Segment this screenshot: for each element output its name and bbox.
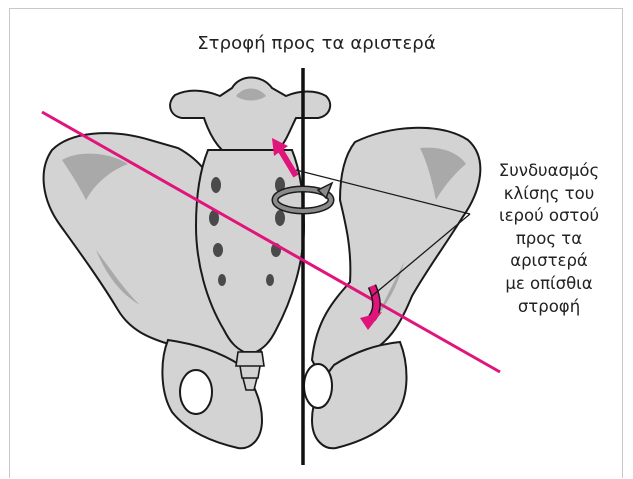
right-obturator-foramen <box>304 364 332 408</box>
callout-line: στροφή <box>474 296 624 319</box>
callout-label: Συνδυασμός κλίσης του ιερού οστού προς τ… <box>474 160 624 318</box>
callout-line: κλίσης του <box>474 183 624 206</box>
callout-line: αριστερά <box>474 250 624 273</box>
callout-line: προς τα <box>474 228 624 251</box>
callout-line: Συνδυασμός <box>474 160 624 183</box>
left-obturator-foramen <box>180 370 212 414</box>
callout-line: ιερού οστού <box>474 205 624 228</box>
callout-line: με οπίσθια <box>474 273 624 296</box>
lumbar-vertebra <box>170 78 330 151</box>
